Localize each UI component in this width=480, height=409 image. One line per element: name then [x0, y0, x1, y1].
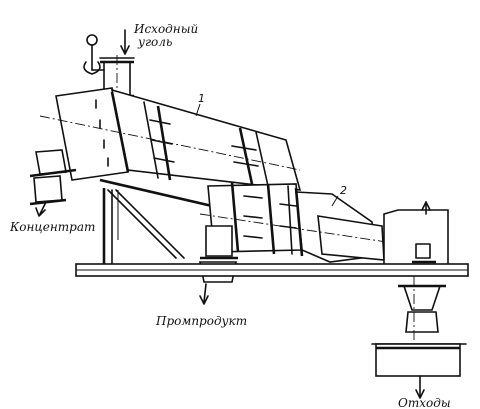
concentrate-label: Концентрат: [9, 220, 95, 234]
middlings-label: Промпродукт: [155, 314, 247, 328]
support-frame: [99, 178, 239, 265]
cyclone-1: [39, 87, 302, 191]
concentrate-arrow: [35, 201, 47, 217]
feed-label-line2: уголь: [137, 35, 172, 49]
tailings-discharge: [371, 276, 467, 377]
concentrate-outlet: [29, 149, 77, 206]
middlings-arrow: [199, 283, 209, 305]
pressure-gauge-icon: [83, 34, 105, 75]
middlings-outlet: [199, 225, 238, 283]
part-number-2: 2: [340, 184, 347, 197]
part-number-1: 1: [198, 92, 205, 105]
feed-label-line1: Исходный: [133, 22, 198, 36]
feed-arrow: [120, 29, 130, 55]
tailings-arrow: [415, 375, 425, 399]
tailings-label: Отходы: [398, 396, 451, 409]
cyclone-2: [199, 181, 401, 263]
overflow-box: [383, 201, 449, 269]
base-beam: [75, 263, 469, 277]
